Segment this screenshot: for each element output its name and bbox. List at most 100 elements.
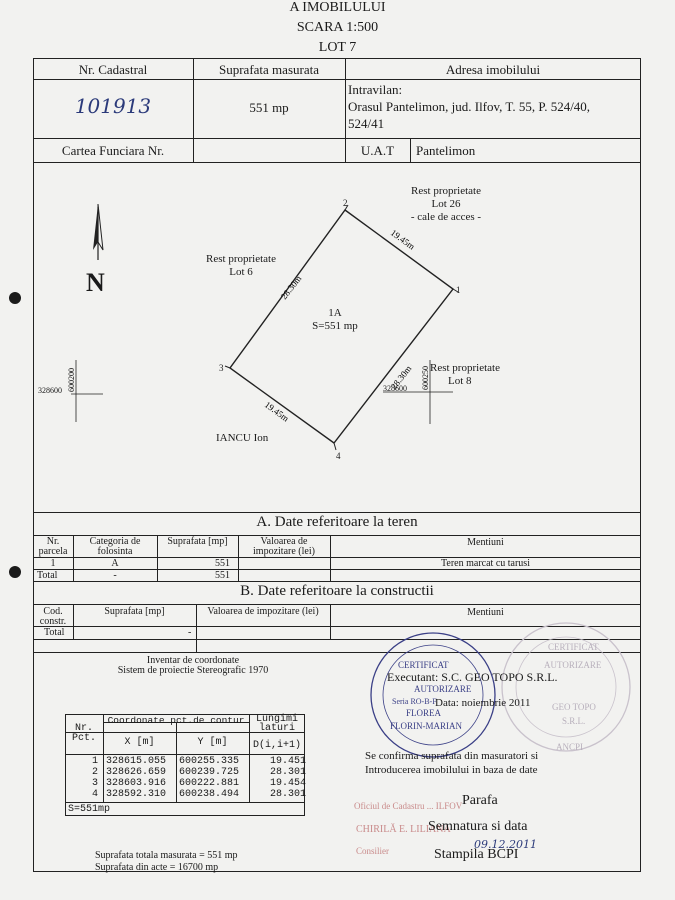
row-d: 19.454 [270, 778, 307, 789]
row-nr: 3 [92, 778, 99, 789]
stamp-left-certificat: CERTIFICAT [398, 660, 449, 670]
punch-hole-top [9, 292, 21, 304]
coords-h-len: Lungimi laturi [255, 714, 298, 734]
side-label-bottom: 19.45m [263, 400, 291, 424]
rest-top-line2: Lot 26 [431, 198, 461, 210]
row-nr: 4 [92, 789, 99, 800]
header-scale: SCARA 1:500 [296, 20, 379, 35]
header-lot: LOT 7 [318, 40, 357, 55]
row-nr: 1 [92, 756, 99, 767]
stamp-left-florea: FLOREA [406, 708, 442, 718]
row-y: 600239.725 [179, 767, 240, 778]
cadastral-number-handwritten: 101913 [74, 94, 152, 118]
cadastral-plan: 19.45m 28.30m 28.30m 19.45m 600200 60025… [67, 203, 459, 451]
suprafata-value: 551 mp [249, 100, 289, 115]
chirila-stamp: CHIRILĂ E. LILIANA [356, 824, 451, 835]
parcel-area: S=551 mp [312, 320, 358, 332]
vertex-3: 3 [219, 363, 224, 373]
a-row-ment: Teren marcat cu tarusi [441, 558, 530, 569]
suprafata-totala: Suprafata totala masurata = 551 mp [95, 850, 238, 861]
row-x: 328592.310 [106, 789, 167, 800]
b-total-val: - [188, 627, 192, 638]
b-h-cod: Cod. constr. [39, 606, 67, 627]
adresa-line1: Intravilan: [348, 82, 403, 97]
a-h-ment: Mentiuni [467, 537, 504, 548]
document-frame [33, 58, 641, 872]
rest-left-line2: Lot 6 [229, 266, 253, 278]
a-row-categ: A [111, 558, 119, 569]
coords-h-d: D(i,i+1) [252, 740, 301, 751]
a-total-categ: - [113, 570, 117, 581]
col-adresa: Adresa imobilului [445, 62, 541, 77]
semnatura: Semnatura si data [428, 819, 528, 834]
rest-right-line1: Rest proprietate [430, 362, 500, 374]
grid-right-x: 328600 [383, 384, 407, 393]
oficiul-stamp: Oficiul de Cadastru ... ILFOV [354, 801, 463, 811]
b-total-label: Total [44, 627, 65, 638]
executant: Executant: S.C. GEO TOPO S.R.L. [387, 670, 558, 684]
vertex-1: 1 [456, 285, 461, 295]
row-y: 600255.335 [179, 756, 240, 767]
grid-cross-right [383, 360, 453, 424]
stampila: Stampila BCPI [434, 847, 519, 862]
row-d: 28.301 [270, 767, 307, 778]
a-row-supr: 551 [215, 558, 230, 569]
confirm-line2: Introducerea imobilului in baza de date [365, 764, 538, 776]
stamp-left-autorizare: AUTORIZARE [414, 684, 472, 694]
north-arrow-icon [93, 203, 104, 260]
rest-top-line3: - cale de acces - [410, 211, 482, 223]
row-x: 328626.659 [106, 767, 167, 778]
confirm-line1: Se confirma suprafata din masuratori si [365, 750, 539, 762]
side-label-top: 19.45m [389, 228, 417, 252]
stamp-right-geotopo: GEO TOPO [552, 702, 596, 712]
a-h-categ: Categoria de folosinta [89, 536, 141, 557]
a-h-supr: Suprafata [mp] [167, 536, 228, 547]
owner-bottom: IANCU Ion [216, 432, 269, 444]
stamp-right-autorizare: AUTORIZARE [544, 660, 602, 670]
row-y: 600238.494 [179, 789, 240, 800]
coords-h-nr: Nr. Pct. [71, 723, 96, 744]
b-h-ment: Mentiuni [467, 607, 504, 618]
coords-title2: Sistem de proiectie Stereografic 1970 [117, 665, 269, 676]
stamp-right-certificat: CERTIFICAT [548, 642, 599, 652]
consilier-stamp: Consilier [356, 846, 389, 856]
suprafata-acte: Suprafata din acte = 16700 mp [95, 862, 219, 873]
handwritten-date: 09.12.2011 [474, 838, 537, 851]
row-d: 19.451 [270, 756, 307, 767]
stamp-right-ancpi: ANCPI [556, 742, 584, 752]
rest-right-line2: Lot 8 [448, 375, 472, 387]
stamp-left-icon [370, 632, 496, 758]
col-suprafata: Suprafata masurata [219, 62, 319, 77]
coords-h-coord: Coordonate pct.de contur [107, 715, 245, 726]
north-label: N [86, 268, 105, 297]
executant-data: Data: noiembrie 2011 [435, 697, 531, 709]
section-a-title: A. Date referitoare la teren [256, 514, 418, 530]
coords-s-total: S=551mp [68, 804, 111, 815]
a-row-nr: 1 [50, 558, 56, 569]
b-h-val: Valoarea de impozitare (lei) [207, 606, 319, 617]
grid-right-y: 600250 [421, 366, 430, 390]
header-title: A IMOBILULUI [289, 0, 386, 15]
row-y: 600222.881 [179, 778, 240, 789]
rest-top-line1: Rest proprietate [411, 185, 481, 197]
coords-table [65, 714, 305, 816]
stamp-right-srl: S.R.L. [562, 716, 586, 726]
row-nr: 2 [92, 767, 99, 778]
vertex-2: 2 [343, 198, 348, 208]
adresa-line2: Orasul Pantelimon, jud. Ilfov, T. 55, P.… [348, 99, 591, 114]
a-h-val: Valoarea de impozitare (lei) [253, 536, 315, 557]
uat-value: Pantelimon [416, 143, 476, 158]
col-nr-cadastral: Nr. Cadastral [78, 62, 148, 77]
parafa: Parafa [462, 793, 498, 808]
coords-h-x: X [m] [124, 737, 155, 748]
row-x: 328603.916 [106, 778, 167, 789]
vertex-4: 4 [336, 451, 341, 461]
carte-funciara-label: Cartea Funciara Nr. [61, 143, 165, 158]
row-x: 328615.055 [106, 756, 167, 767]
section-b-title: B. Date referitoare la constructii [240, 583, 434, 599]
adresa-line3: 524/41 [348, 116, 385, 131]
grid-cross-left [71, 360, 103, 422]
stamp-right-icon [501, 622, 631, 752]
grid-left-x: 328600 [38, 386, 62, 395]
rest-left-line1: Rest proprietate [206, 253, 276, 265]
